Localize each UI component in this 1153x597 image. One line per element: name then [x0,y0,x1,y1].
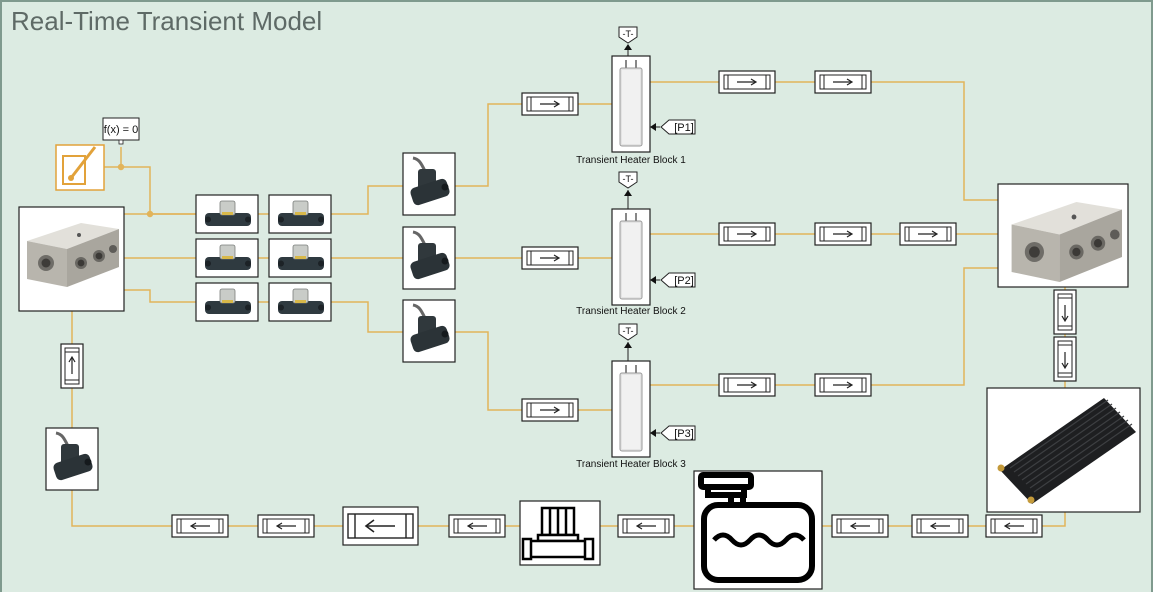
heater-1-port: [P1] [674,122,694,134]
heater-2-port: [P2] [674,275,694,287]
flow-sensor-return[interactable] [46,428,98,490]
pipe-to-heater-1[interactable] [522,93,578,115]
fx-label: f(x) = 0 [104,124,139,136]
pipe-return-5[interactable] [449,515,505,537]
pipe-down-1[interactable] [1054,290,1076,334]
heater-1-label: Transient Heater Block 1 [576,155,686,166]
valve-1a[interactable] [196,195,258,233]
manifold-right[interactable] [998,184,1128,287]
flow-sensor-3[interactable] [403,300,455,362]
heater-icon [612,209,650,305]
heater-3-port: [P3] [674,428,694,440]
valve-2a[interactable] [196,239,258,277]
pipe-return-large[interactable] [343,507,418,545]
valve-3a[interactable] [196,283,258,321]
reservoir[interactable] [694,471,822,589]
solver-config-icon[interactable] [56,145,104,190]
pipe-heater-3-out-b[interactable] [815,374,871,396]
pipe-return-3[interactable] [832,515,888,537]
heater-icon [612,56,650,152]
pipe-to-heater-3[interactable] [522,399,578,421]
heater-3-tag: -T- [623,326,634,336]
pipe-return-4[interactable] [618,515,674,537]
valve-3b[interactable] [269,283,331,321]
fx-block[interactable]: f(x) = 0 [103,118,139,144]
radiator[interactable] [987,388,1140,512]
pipe-heater-2-out-a[interactable] [719,223,775,245]
pipe-heater-1-out-b[interactable] [815,71,871,93]
valve-2b[interactable] [269,239,331,277]
pipe-heater-2-out-b[interactable] [815,223,871,245]
pump[interactable] [520,501,600,565]
page-title: Real-Time Transient Model [11,6,322,37]
heater-3-label: Transient Heater Block 3 [576,459,686,470]
heater-icon [612,361,650,457]
pipe-return-1[interactable] [986,515,1042,537]
pipe-heater-3-out-a[interactable] [719,374,775,396]
pipe-down-2[interactable] [1054,337,1076,381]
heater-2-tag: -T- [623,174,634,184]
flow-sensor-2[interactable] [403,227,455,289]
manifold-left[interactable] [19,207,124,311]
pipe-up-left[interactable] [61,344,83,388]
pipe-heater-2-out-c[interactable] [900,223,956,245]
pipe-to-heater-2[interactable] [522,247,578,269]
pipe-heater-1-out-a[interactable] [719,71,775,93]
heater-2-label: Transient Heater Block 2 [576,306,686,317]
flow-sensor-1[interactable] [403,153,455,215]
valve-1b[interactable] [269,195,331,233]
pipe-return-6[interactable] [258,515,314,537]
pipe-return-7[interactable] [172,515,228,537]
heater-1-tag: -T- [623,29,634,39]
pipe-return-2[interactable] [912,515,968,537]
